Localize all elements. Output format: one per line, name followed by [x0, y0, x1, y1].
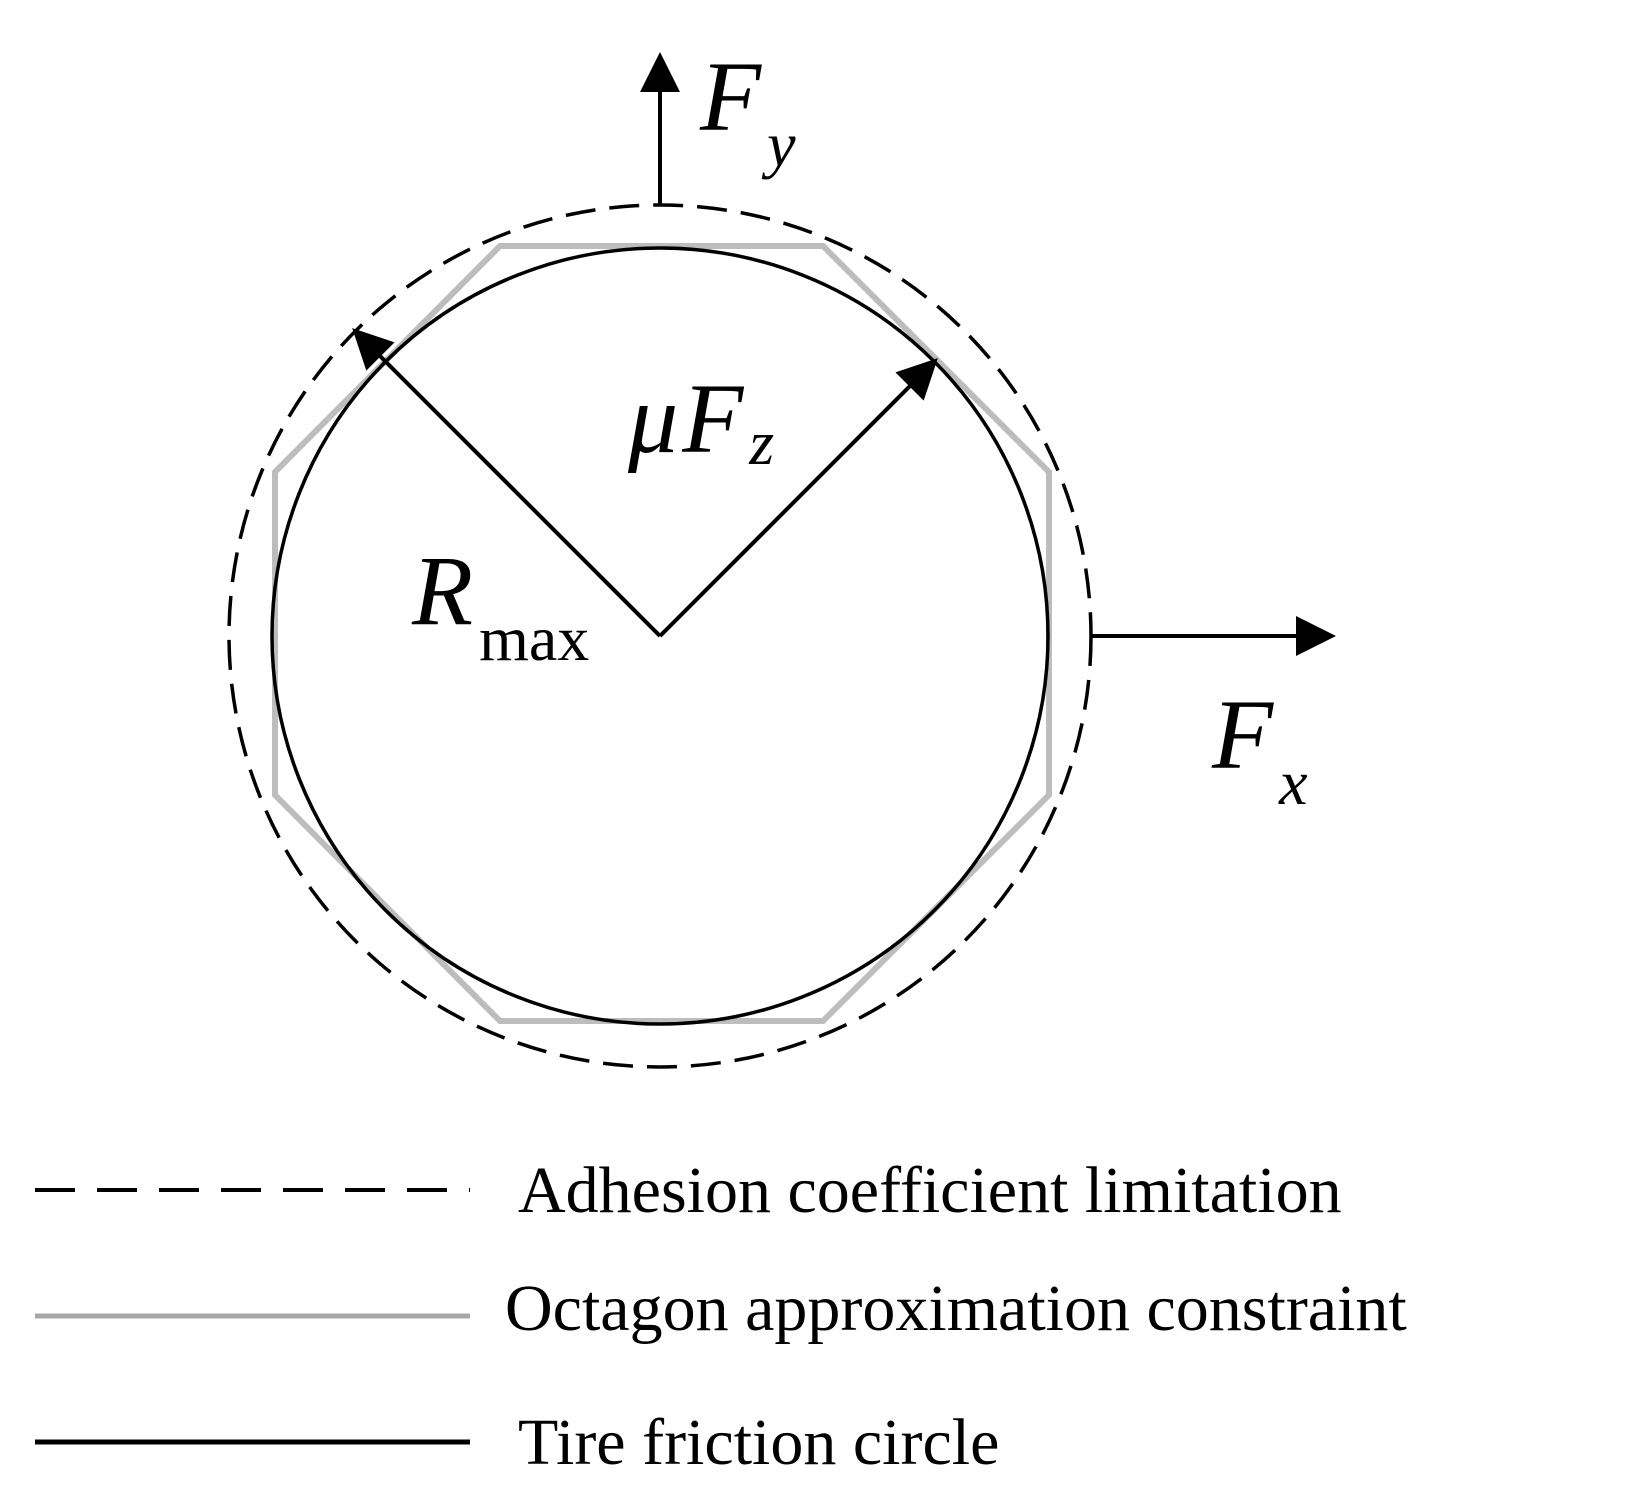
mufz-label: μ F z [627, 363, 774, 478]
rmax-vector-arrow [352, 328, 662, 638]
legend-item-tire: Tire friction circle [35, 1406, 999, 1479]
fy-label-subscript: y [761, 109, 796, 180]
rmax-label-subscript: max [479, 603, 589, 674]
fy-label-base: F [699, 41, 762, 152]
rmax-label: R max [411, 535, 589, 674]
rmax-label-base: R [411, 535, 473, 646]
mufz-label-base: F [681, 363, 744, 474]
mufz-label-subscript: z [748, 407, 774, 478]
legend-item-octagon: Octagon approximation constraint [35, 1272, 1407, 1345]
mufz-label-mu: μ [627, 363, 678, 474]
fx-label-base: F [1211, 679, 1274, 790]
tire-friction-circle [270, 246, 1050, 1026]
fy-axis-label: F y [699, 41, 796, 180]
legend-label-adhesion: Adhesion coefficient limitation [518, 1154, 1342, 1227]
mufz-vector-arrow [658, 358, 938, 638]
legend-label-octagon: Octagon approximation constraint [505, 1272, 1407, 1345]
legend-item-adhesion: Adhesion coefficient limitation [35, 1154, 1342, 1227]
fx-label-subscript: x [1278, 747, 1307, 818]
legend-label-tire: Tire friction circle [518, 1406, 999, 1479]
legend: Adhesion coefficient limitation Octagon … [35, 1154, 1407, 1479]
fx-axis-label: F x [1211, 679, 1308, 818]
